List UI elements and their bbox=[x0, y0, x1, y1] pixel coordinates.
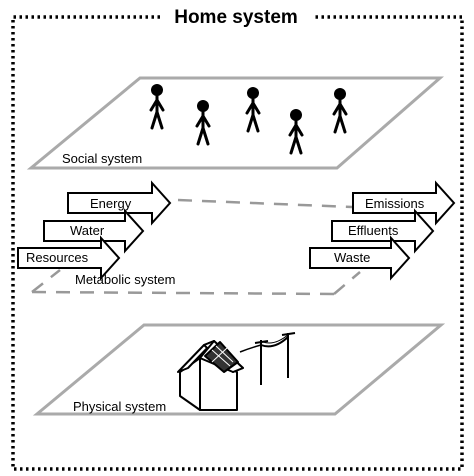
person-icon bbox=[195, 100, 211, 146]
input-arrow-resources: Resources bbox=[17, 235, 121, 281]
physical-system-label: Physical system bbox=[73, 399, 166, 414]
output-arrow-emissions: Emissions bbox=[352, 180, 456, 226]
house-with-solar-panel-icon bbox=[177, 340, 244, 411]
metabolic-system-plane bbox=[31, 198, 361, 296]
input-arrow-water: Water bbox=[43, 208, 145, 254]
social-system-plane bbox=[26, 76, 444, 170]
output-arrow-effluents: Effluents bbox=[331, 208, 435, 254]
person-icon bbox=[332, 88, 348, 134]
power-pole-icon bbox=[239, 332, 296, 385]
person-icon bbox=[245, 87, 261, 133]
metabolic-system-label: Metabolic system bbox=[75, 272, 175, 287]
output-label-waste: Waste bbox=[334, 250, 370, 265]
social-system-label: Social system bbox=[62, 151, 142, 166]
output-label-emissions: Emissions bbox=[365, 196, 425, 211]
diagram-title: Home system bbox=[174, 7, 298, 28]
person-icon bbox=[288, 109, 304, 155]
input-label-energy: Energy bbox=[90, 196, 132, 211]
input-arrow-energy: Energy bbox=[67, 180, 172, 226]
home-system-frame bbox=[11, 15, 464, 471]
input-label-water: Water bbox=[70, 223, 105, 238]
output-arrow-waste: Waste bbox=[309, 235, 411, 281]
output-label-effluents: Effluents bbox=[348, 223, 399, 238]
people-group bbox=[149, 84, 348, 155]
input-label-resources: Resources bbox=[26, 250, 89, 265]
person-icon bbox=[149, 84, 165, 130]
